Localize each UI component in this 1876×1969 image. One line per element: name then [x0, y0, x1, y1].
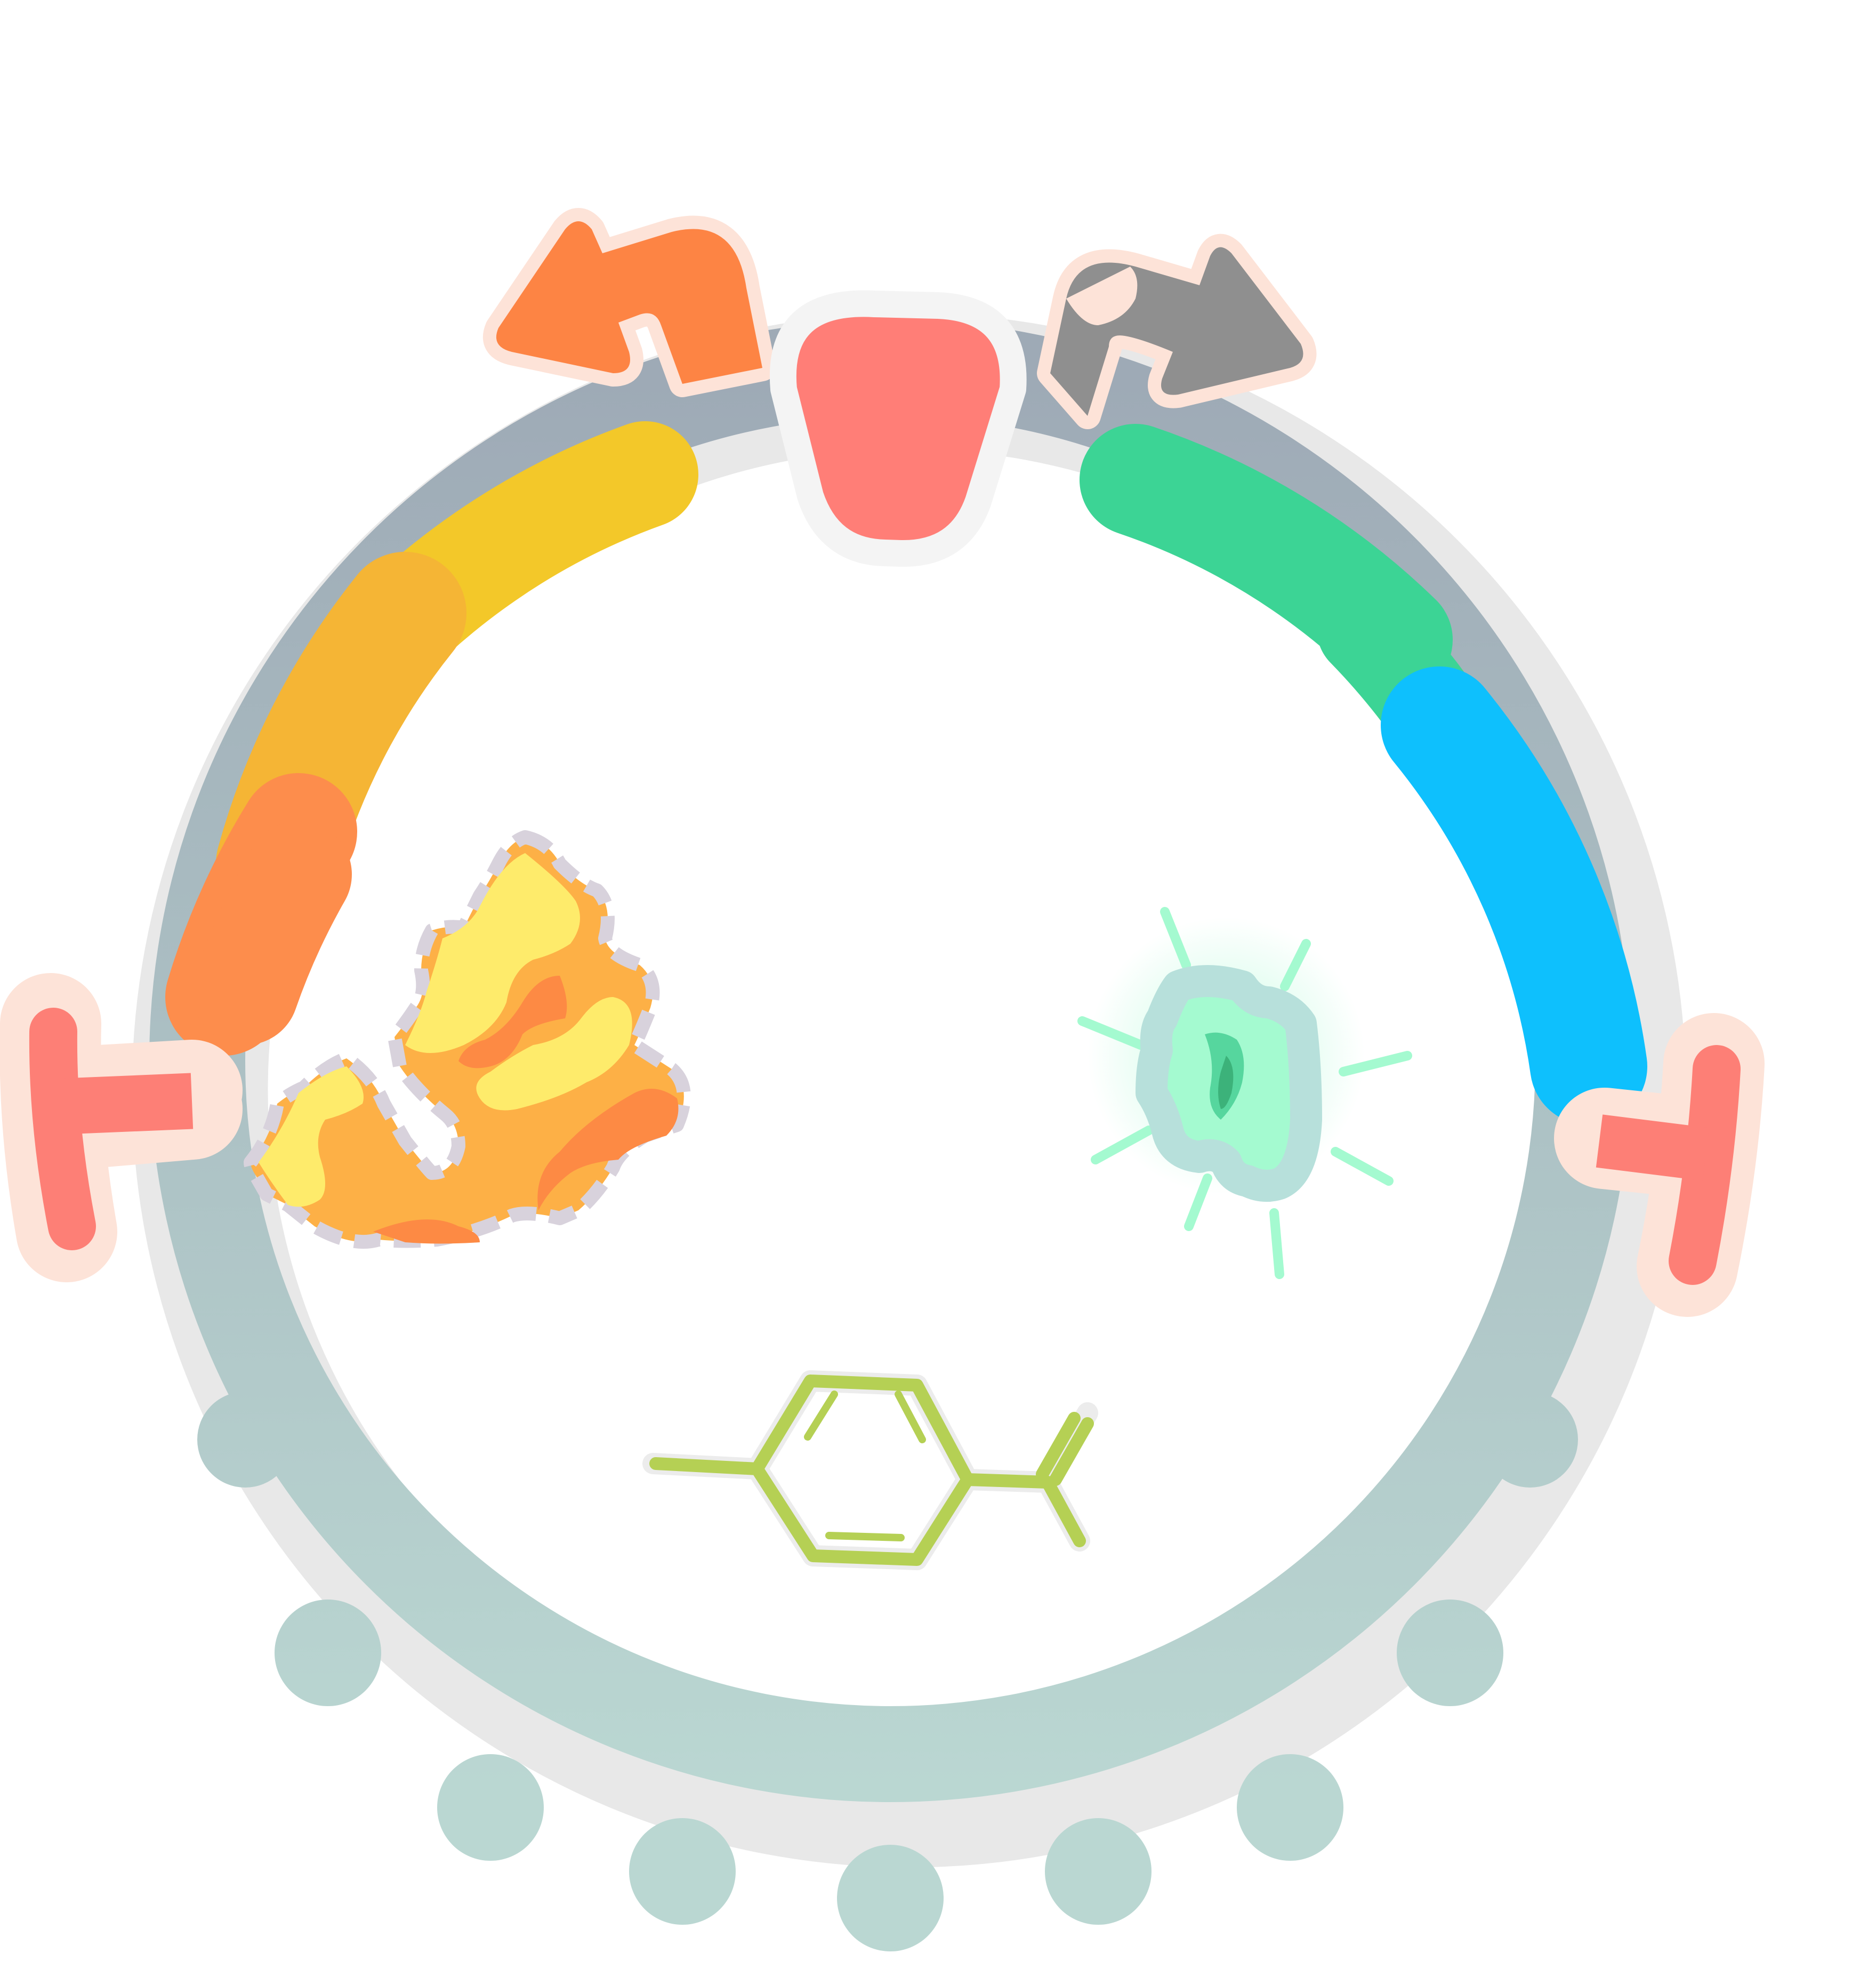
- protein-blob-icon: [244, 830, 691, 1249]
- segment-orange-cap: [192, 821, 352, 1045]
- promoter-arrow-right-icon: [1037, 234, 1317, 429]
- terminator-right-icon: [1554, 1013, 1765, 1317]
- fluorescent-protein-icon: [1077, 907, 1412, 1279]
- terminator-left-icon: [0, 973, 243, 1282]
- origin-node-icon: [769, 290, 1027, 567]
- segment-cool-arc: [1080, 424, 1647, 1125]
- promoter-arrow-left-icon: [483, 208, 776, 397]
- small-molecule-icon: [642, 1370, 1098, 1570]
- backbone-beads: [197, 1392, 1578, 1951]
